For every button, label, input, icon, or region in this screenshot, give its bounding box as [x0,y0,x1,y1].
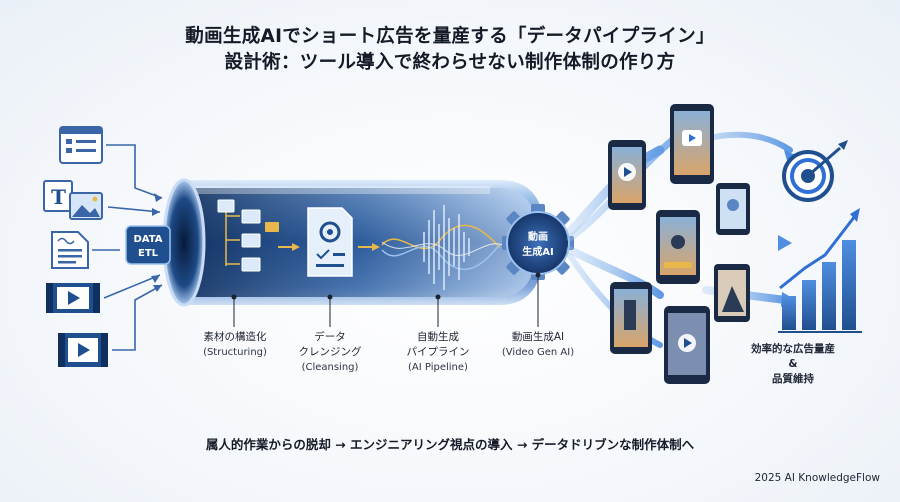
stage-label-structuring: 素材の構造化 (Structuring) [203,331,267,358]
smartphone-icon [608,140,646,210]
stage-label-video-gen-ai: 動画生成AI (Video Gen AI) [501,331,575,358]
svg-text:動画: 動画 [528,230,548,243]
smartphone-icon [664,306,710,384]
outcome-label: 効率的な広告量産 & 品質維持 [751,343,835,385]
svg-text:ETL: ETL [138,248,159,259]
smartphone-icon [716,183,750,235]
smartphone-icon [656,210,700,284]
video-icon [46,283,100,313]
folder-tree-icon [217,199,279,272]
svg-text:DATA: DATA [133,234,162,245]
svg-text:T: T [51,185,66,209]
smartphone-icon [670,104,714,184]
page-subtitle: 設計術：ツール導入で終わらせない制作体制の作り方 [224,52,676,73]
video-icon [58,333,108,367]
credit-text: 2025 AI KnowledgeFlow [754,472,880,484]
input-connectors [92,144,163,351]
text-image-icon: T [43,180,103,220]
text-document-icon [51,231,89,269]
page-title: 動画生成AIでショート広告を量産する「データパイプライン」 [185,26,715,47]
smartphone-icon [610,282,652,354]
document-list-icon [59,126,103,164]
growth-chart-icon [778,208,862,333]
data-etl-box: DATA ETL [125,225,171,265]
pipeline-tube [162,178,545,307]
target-icon [782,140,848,202]
waveform-icon [381,205,506,290]
stage-label-cleansing: データ クレンジング (Cleansing) [298,331,362,373]
summary-text: 属人的作業からの脱却 → エンジニアリング視点の導入 → データドリブンな制作体… [205,437,695,452]
svg-text:生成AI: 生成AI [522,245,553,258]
gear-icon: 動画 生成AI [502,204,574,280]
settings-document-icon [307,207,353,277]
smartphone-icon [714,264,750,322]
stage-label-ai-pipeline: 自動生成 パイプライン (AI Pipeline) [406,331,470,373]
